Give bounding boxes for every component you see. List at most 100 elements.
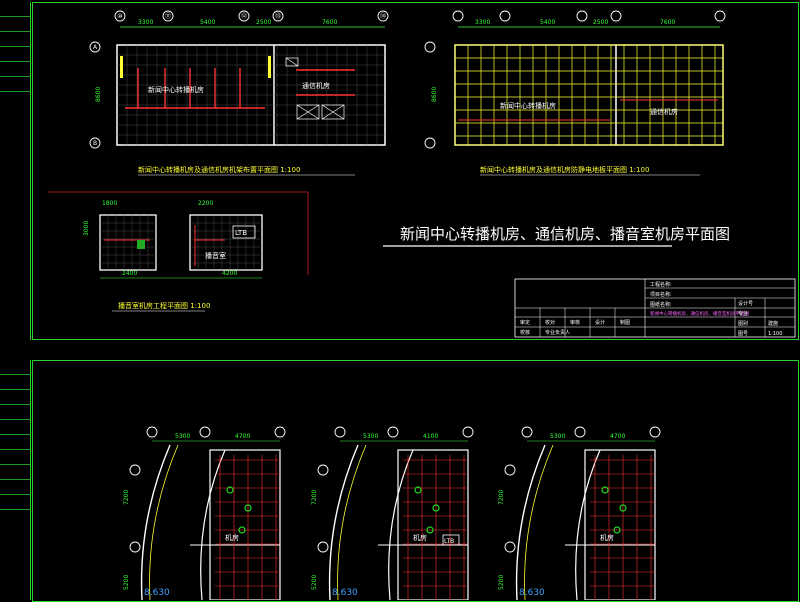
svg-text:校对: 校对 [545, 319, 555, 326]
dim-side-1: 7200 [498, 490, 505, 505]
dim-4: 7600 [660, 19, 675, 26]
axis-bubble [574, 426, 586, 438]
dim-3: 2500 [593, 19, 608, 26]
dim-1: 3300 [138, 19, 153, 26]
dim-3: 2500 [256, 19, 271, 26]
room-walls [209, 449, 281, 600]
svg-text:1:100: 1:100 [768, 331, 782, 337]
equipment-marker [601, 486, 609, 494]
svg-text:专业负责人: 专业负责人 [545, 329, 570, 336]
inner-curve-wall [388, 449, 414, 600]
plan-small-broadcast-room: 1800 2200 LTB 播音室 2400 4200 3000 播音室机房工程… [83, 200, 263, 312]
bottom-plan-1: 5300 4700 7200 5200 机房 8.630 [123, 426, 286, 600]
room-label-broadcast: 新闻中心转播机房 [148, 85, 204, 94]
elevation-label: 8.630 [144, 588, 170, 598]
svg-text:工程名称:: 工程名称: [650, 281, 672, 288]
room-walls [584, 449, 656, 600]
svg-text:⑭: ⑭ [380, 12, 386, 20]
axis-bubble [146, 426, 158, 438]
facade-curve-inner [149, 444, 179, 600]
dim-top-1: 5300 [550, 433, 565, 440]
svg-text:设计: 设计 [595, 319, 605, 326]
axis-bubble [317, 541, 329, 553]
elevation-label: 8.630 [519, 588, 545, 598]
dim-top-1: 5300 [363, 433, 378, 440]
svg-text:⑩: ⑩ [117, 13, 122, 20]
svg-text:⑪: ⑪ [165, 12, 171, 20]
sheet-top-frame [32, 2, 799, 340]
svg-text:⑫: ⑫ [241, 12, 247, 20]
dim-side-2: 5200 [498, 575, 505, 590]
svg-text:2200: 2200 [198, 200, 213, 207]
room-label-comm: 通信机房 [650, 107, 678, 116]
sheet-top-side-strip [0, 2, 31, 340]
dim-side-2: 5200 [311, 575, 318, 590]
side-dim: 8600 [95, 87, 102, 102]
ltb-box-label: LTB [444, 538, 454, 545]
axis-bubbles-top-left: ⑩ ⑪ ⑫ ⑬ ⑭ A B [89, 10, 389, 149]
equipment-marker [244, 504, 252, 512]
svg-text:制图: 制图 [620, 319, 630, 326]
equipment-marker [414, 486, 422, 494]
svg-text:⑬: ⑬ [275, 12, 281, 20]
plan-top-left: 3300 5400 2500 7600 ⑩ ⑪ ⑫ ⑬ ⑭ A B 8600 [89, 10, 389, 176]
facade-curve [328, 444, 359, 600]
facade-curve [140, 444, 171, 600]
dim-side-1: 7200 [123, 490, 130, 505]
facade-curve [515, 444, 546, 600]
equipment-marker [426, 526, 434, 534]
svg-text:B: B [93, 140, 97, 147]
floor-grid [590, 455, 655, 600]
svg-text:图纸名称:: 图纸名称: [650, 301, 672, 308]
side-dim: 8600 [431, 87, 438, 102]
axis-bubble [199, 426, 211, 438]
svg-text:3000: 3000 [83, 221, 90, 236]
floor-grid [403, 455, 468, 600]
main-title: 新闻中心转播机房、通信机房、播音室机房平面图 [400, 225, 730, 243]
axis-bubble [274, 426, 286, 438]
inner-curve-wall [200, 449, 226, 600]
axis-bubble [129, 541, 141, 553]
sheet-bottom-side-strip [0, 360, 31, 600]
room-label-comm: 通信机房 [302, 81, 330, 90]
facade-curve-inner [337, 444, 367, 600]
svg-text:校核: 校核 [520, 329, 530, 336]
elevation-label: 8.630 [332, 588, 358, 598]
floor-grid [215, 455, 280, 600]
axis-bubble [317, 464, 329, 476]
svg-text:2400: 2400 [122, 270, 137, 277]
svg-text:专业: 专业 [738, 310, 748, 317]
room-label: 机房 [413, 533, 427, 542]
dim-side-1: 7200 [311, 490, 318, 505]
dim-top-2: 4700 [235, 433, 250, 440]
dim-top-1: 5300 [175, 433, 190, 440]
axis-bubble [521, 426, 533, 438]
axis-bubble [649, 426, 661, 438]
facade-curve-inner [524, 444, 554, 600]
svg-text:图号: 图号 [738, 331, 748, 337]
dim-side-2: 5200 [123, 575, 130, 590]
caption-top-left: 新闻中心转播机房及通信机房机架布置平面图 1:100 [138, 165, 300, 174]
svg-text:审核: 审核 [570, 319, 580, 326]
svg-text:审定: 审定 [520, 319, 530, 326]
dim-4: 7600 [322, 19, 337, 26]
ltb-box [442, 534, 460, 546]
room-label-broadcast: 新闻中心转播机房 [500, 101, 556, 110]
title-block-drawing-name: 新闻中心转播机房、通信机房、播音室机房平面图 [650, 310, 749, 317]
room-label: 机房 [225, 533, 239, 542]
caption-small: 播音室机房工程平面图 1:100 [118, 301, 210, 310]
svg-text:1800: 1800 [102, 200, 117, 207]
equipment-marker [226, 486, 234, 494]
room-walls [397, 449, 469, 600]
inner-curve-wall [575, 449, 601, 600]
svg-text:图别: 图别 [738, 320, 748, 327]
room-label: 机房 [600, 533, 614, 542]
title-block: 工程名称: 项目名称: 图纸名称: 新闻中心转播机房、通信机房、播音室机房平面图… [514, 278, 796, 338]
equipment-marker [432, 504, 440, 512]
dim-2: 5400 [200, 19, 215, 26]
svg-text:设计号: 设计号 [738, 300, 753, 307]
